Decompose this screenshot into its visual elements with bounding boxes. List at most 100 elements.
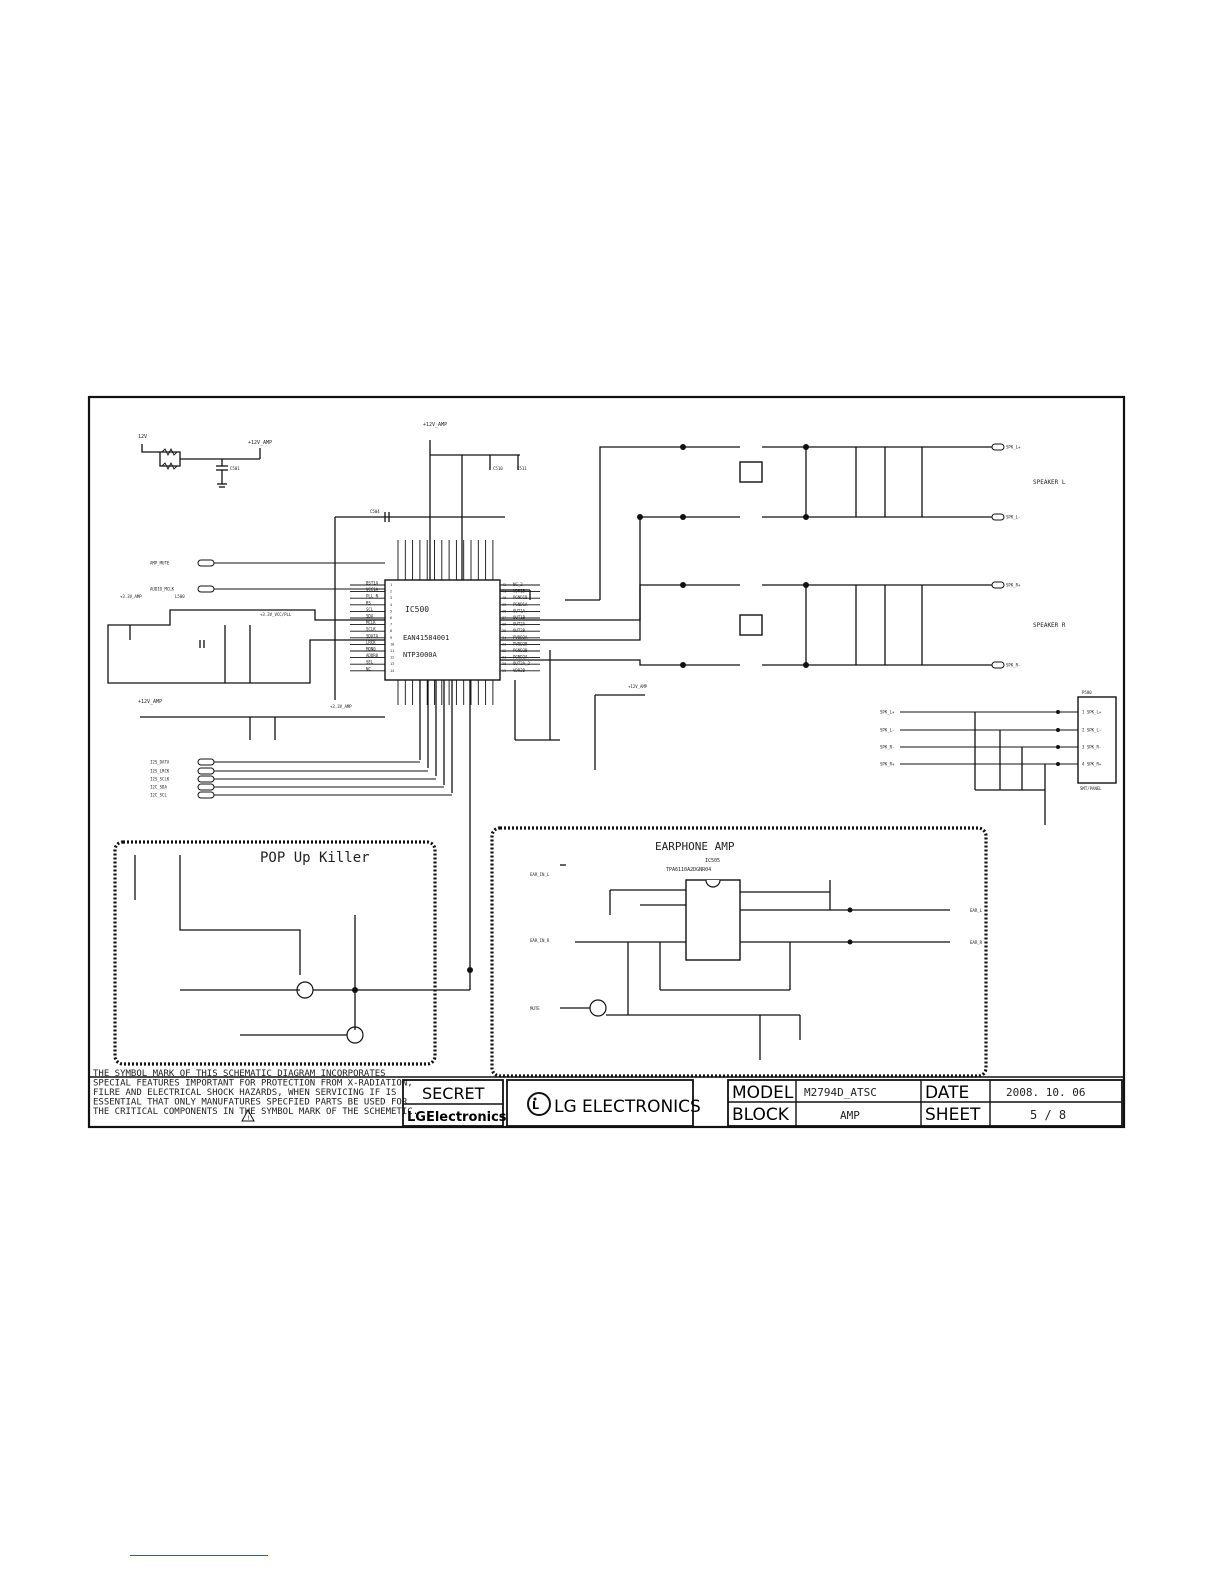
ic-left-pin-number: 8 [390,629,392,633]
signal-connector-label: I2S_DATA [150,760,170,765]
left-control-signals: AMP_MUTEAUDIO_MCLKI2S_DATAI2S_LRCKI2S_SC… [150,559,452,799]
ic-left-pin-number: 9 [390,636,392,640]
block-value: AMP [840,1109,860,1122]
block-label: BLOCK [732,1105,790,1125]
warning-triangle-icon: ! [241,1108,255,1122]
connector-net-label: SPK_L- [880,728,894,733]
connector-net-label: SPK_R+ [880,762,895,767]
ic-left-pin-label: SDA [366,614,374,619]
ic-left-pin-label: RS [366,600,371,605]
ic-left-pin-label: SCL [366,607,374,612]
ic-right-pin-number: 42 [502,583,506,587]
ic-left-pin-number: 3 [390,596,392,600]
speaker-terminal-label: SPK_L- [1006,515,1020,520]
power-input-section: 12V +12V_AMP C501 [138,434,272,488]
connector-pin-label: 1 SPK_L+ [1082,710,1102,715]
ic-right-pin-label: PGND2A [513,655,528,660]
svg-text:+3.3V_AMP: +3.3V_AMP [330,704,352,709]
ic-right-pin-number: 37 [502,616,506,620]
signal-connector-label: I2S_LRCK [150,769,170,774]
signal-connector-label: AUDIO_MCLK [150,587,175,592]
ic500-right-pins: NC_242VDR1B41PGND1B40PGND1A39OUT1A38OUT1… [500,582,540,673]
sheet-label: SHEET [925,1105,981,1125]
model-label: MODEL [732,1083,794,1103]
svg-text:!: ! [247,1115,251,1122]
ic505-part: TPA6110A2DGNR04 [666,867,711,873]
ic-right-pin-label: OUT2A [513,622,526,627]
svg-text:12V: 12V [138,434,147,440]
amp-supply-label-top: +12V_AMP [423,422,447,428]
ic-right-pin-label: PGND2B [513,648,528,653]
connector-pin-label: 2 SPK_L- [1082,728,1101,733]
signal-connector-label: AMP_MUTE [150,561,170,566]
amp-supply-label-right: +12V_AMP [628,684,648,689]
warning-line: THE SYMBOL MARK OF THIS SCHEMATIC DIAGRA… [93,1069,386,1079]
pll-net-label: +3.3V_VCC/PLL [260,612,292,617]
ic-right-pin-number: 41 [502,590,506,594]
ic-right-pin-label: OUT2B [513,628,526,633]
ic-right-pin-label: PGND1B [513,595,528,600]
earphone-block-title: EARPHONE AMP [655,840,735,853]
ic-left-pin-number: 10 [390,642,394,646]
connector-pin-label: 4 SPK_R+ [1082,762,1102,767]
earphone-amp-block: EARPHONE AMP IC505 TPA6110A2DGNR04 EAR_I… [490,826,988,1078]
ic-left-pin-number: 13 [390,662,394,666]
popup-killer-block: POP Up Killer [113,840,473,1066]
title-block: SECRET LGElectronics L LG ELECTRONICS MO… [89,1076,1124,1127]
ic500-part: EAN41584001 [403,634,449,642]
ic-left-pin-label: VCC1A [366,587,379,592]
ic-left-pin-number: 11 [390,649,394,653]
warning-line: SPECIAL FEATURES IMPORTANT FOR PROTECTIO… [93,1079,413,1089]
signal-connector-label: I2C_SCL [150,793,167,798]
safety-warning-text: THE SYMBOL MARK OF THIS SCHEMATIC DIAGRA… [93,1069,418,1117]
warning-line: FILRE AND ELECTRICAL SHOCK HAZARDS, WHEN… [93,1088,396,1098]
speaker-terminals: SPK_L+SPK_L-SPK_R+SPK_R- [991,443,1021,669]
ic-left-pin-number: 14 [390,669,394,673]
speaker-terminal-label: SPK_R- [1006,663,1020,668]
brand-small-label: LGElectronics [407,1110,507,1125]
speaker-terminal-label: SPK_R+ [1006,583,1021,588]
ear-out-r-label: EAR_R [970,940,983,945]
bottom-route-bus: +12V_AMP [419,650,648,970]
footer-link-underline [130,1555,268,1556]
model-value: M2794D_ATSC [804,1086,877,1099]
warning-line: THE CRITICAL COMPONENTS IN THE SYMBOL MA… [93,1107,418,1117]
ic-left-pin-label: MCLK [366,620,376,625]
ic-left-pin-label: PLL_N [366,594,379,599]
ic-right-pin-label: PVDD2B [513,641,528,646]
svg-text:C511: C511 [517,466,527,471]
sheet-value: 5 / 8 [1030,1108,1066,1122]
ic-right-pin-label: VDR1B [513,589,526,594]
signal-connector-label: I2C_SDA [150,785,167,790]
ic-left-pin-number: 7 [390,623,392,627]
pll-network: +3.3V_AMP L500 +3.3V_VCC/PLL [107,594,385,684]
secret-label: SECRET [422,1084,485,1103]
ear-in-r-label: EAR_IN_R [530,938,550,943]
ic500-bottom-pins [397,680,494,705]
ic-right-pin-number: 30 [502,662,506,666]
ic-left-pin-label: SDATA [366,633,379,638]
ic-right-pin-label: OUT1B [513,615,526,620]
inductor-label: L500 [175,594,185,599]
ic-right-pin-number: 40 [502,596,506,600]
ic-right-pin-label: VDR2B [513,668,526,673]
svg-text:L: L [532,1099,539,1112]
ic500-maker: NTP3000A [403,651,438,659]
ear-in-l-label: EAR_IN_L [530,872,550,877]
ear-mute-label: MUTE [530,1006,540,1011]
connector-pins: 1 SPK_L+SPK_L+2 SPK_L-SPK_L-3 SPK_R-SPK_… [880,710,1102,767]
connector-ref: P500 [1082,690,1092,695]
ic-left-pin-label: LRCK [366,640,376,645]
ic-right-pin-label: PVDD2A [513,635,528,640]
ic-right-pin-number: 33 [502,642,506,646]
ic-left-pin-label: NC [366,666,371,671]
speaker-right-label: SPEAKER R [1033,622,1066,629]
connector-pin-label: 3 SPK_R- [1082,745,1101,750]
popup-block-title: POP Up Killer [260,850,370,866]
ic500-ref: IC500 [405,605,429,614]
ic-right-pin-label: NC_2 [513,582,523,587]
amp-supply-label-left: +12V_AMP [138,699,162,705]
ic500-top-pins [397,540,494,580]
ic-left-pin-label: ADDR0 [366,653,379,658]
